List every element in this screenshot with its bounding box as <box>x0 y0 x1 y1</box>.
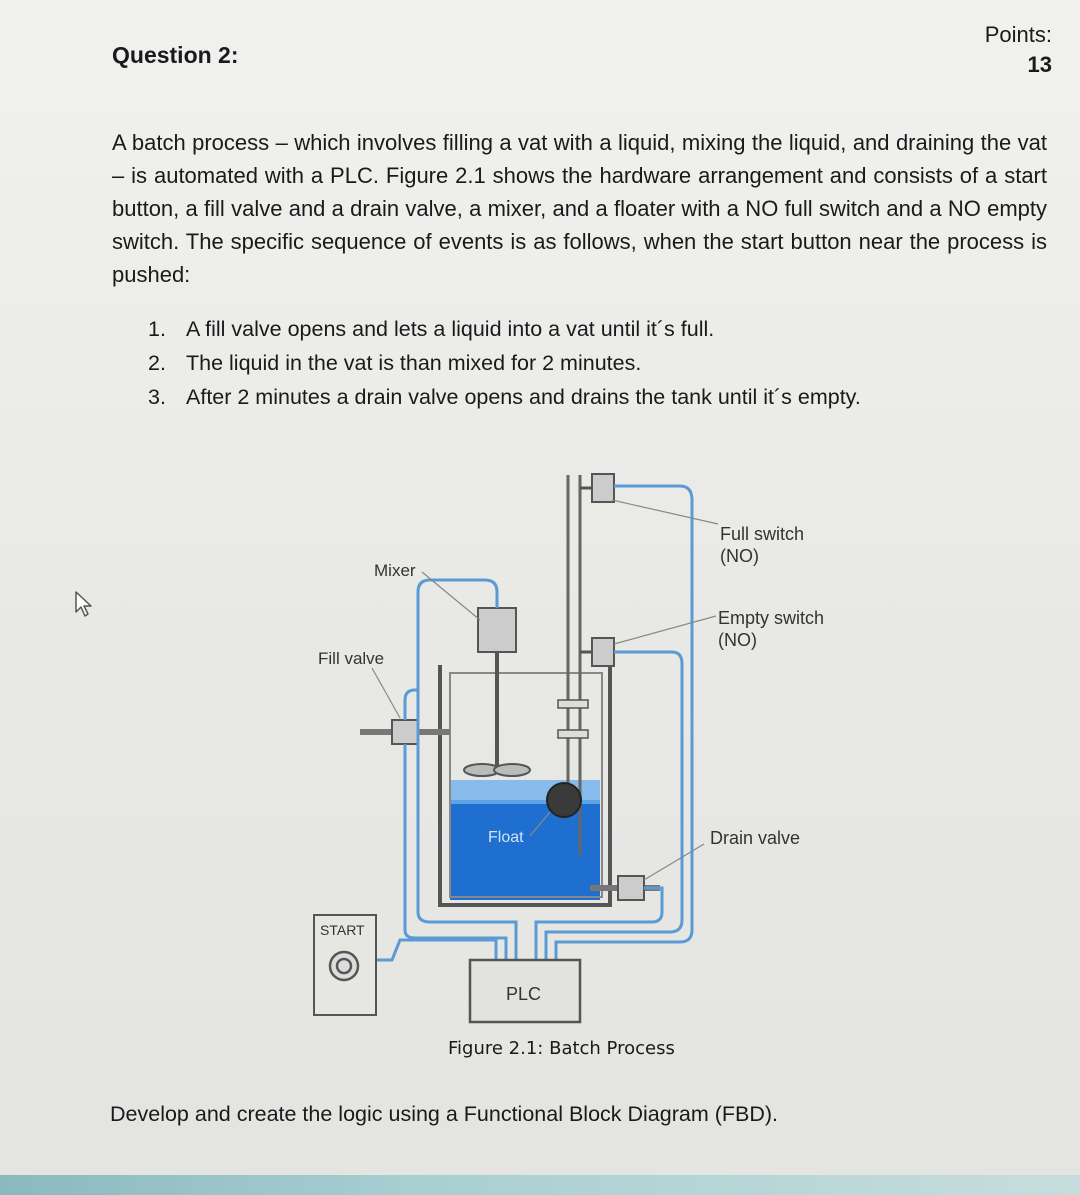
leader-full-switch <box>611 499 719 525</box>
taskbar-strip <box>0 1175 1080 1195</box>
step-text: The liquid in the vat is than mixed for … <box>186 351 642 375</box>
wire-start <box>375 938 498 962</box>
leader-mixer <box>421 571 481 621</box>
figure-caption: Figure 2.1: Batch Process <box>448 1038 675 1059</box>
leader-fill-valve <box>371 667 401 719</box>
wire-mixer <box>416 578 518 960</box>
step-number: 3. <box>148 385 166 409</box>
list-item: 2. The liquid in the vat is than mixed fo… <box>148 346 861 380</box>
step-text: After 2 minutes a drain valve opens and … <box>186 385 861 409</box>
start-label: START <box>320 922 365 938</box>
leader-drain-valve <box>643 843 705 881</box>
wire-fill-valve <box>403 688 508 960</box>
drain-valve-label: Drain valve <box>710 828 800 848</box>
step-number: 2. <box>148 351 166 375</box>
plc-label: PLC <box>506 984 541 1004</box>
points-box: Points: 13 <box>985 20 1052 80</box>
question-intro: A batch process – which involves filling… <box>112 130 1047 287</box>
list-item: 1. A fill valve opens and lets a liquid i… <box>148 312 861 346</box>
liquid-fill <box>450 800 600 900</box>
rod-collar <box>557 729 589 739</box>
mouse-pointer-icon <box>75 591 92 617</box>
start-button-inner <box>335 957 353 975</box>
drain-valve-body <box>617 875 645 901</box>
wiring <box>375 484 694 962</box>
tank-frame <box>449 672 603 898</box>
wire-drain-valve <box>534 886 664 960</box>
tank-wall <box>438 665 612 907</box>
sequence-list: 1. A fill valve opens and lets a liquid i… <box>148 312 861 414</box>
leader-float <box>529 811 551 837</box>
step-text: A fill valve opens and lets a liquid int… <box>186 317 715 341</box>
question-title: Question 2: <box>112 42 239 68</box>
full-switch-type: (NO) <box>720 546 759 566</box>
points-value: 13 <box>1027 52 1052 77</box>
wire-full-switch <box>554 484 694 960</box>
float-label: Float <box>488 829 524 846</box>
step-number: 1. <box>148 317 166 341</box>
list-item: 3. After 2 minutes a drain valve opens an… <box>148 380 861 414</box>
leader-lines <box>371 499 719 881</box>
full-switch-label: Full switch <box>720 524 804 544</box>
empty-switch-type: (NO) <box>718 630 757 650</box>
rod-collar <box>557 699 589 709</box>
fill-valve-body <box>391 719 419 745</box>
mixer-label: Mixer <box>374 561 416 580</box>
mixer-motor <box>477 607 517 653</box>
float-ball <box>546 782 582 818</box>
leader-empty-switch <box>613 615 717 645</box>
full-switch-body <box>591 473 615 503</box>
mixer-blade <box>493 763 531 777</box>
fill-valve-label: Fill valve <box>318 649 384 668</box>
empty-switch-label: Empty switch <box>718 608 824 628</box>
empty-switch-body <box>591 637 615 667</box>
task-instruction: Develop and create the logic using a Fun… <box>110 1102 779 1126</box>
wire-empty-switch <box>544 650 684 960</box>
points-label: Points: <box>984 22 1052 47</box>
start-button-icon <box>328 950 360 982</box>
batch-process-figure: Mixer Fill valve Full switch (NO) Empty … <box>313 473 824 1024</box>
plc-box <box>468 958 582 1024</box>
